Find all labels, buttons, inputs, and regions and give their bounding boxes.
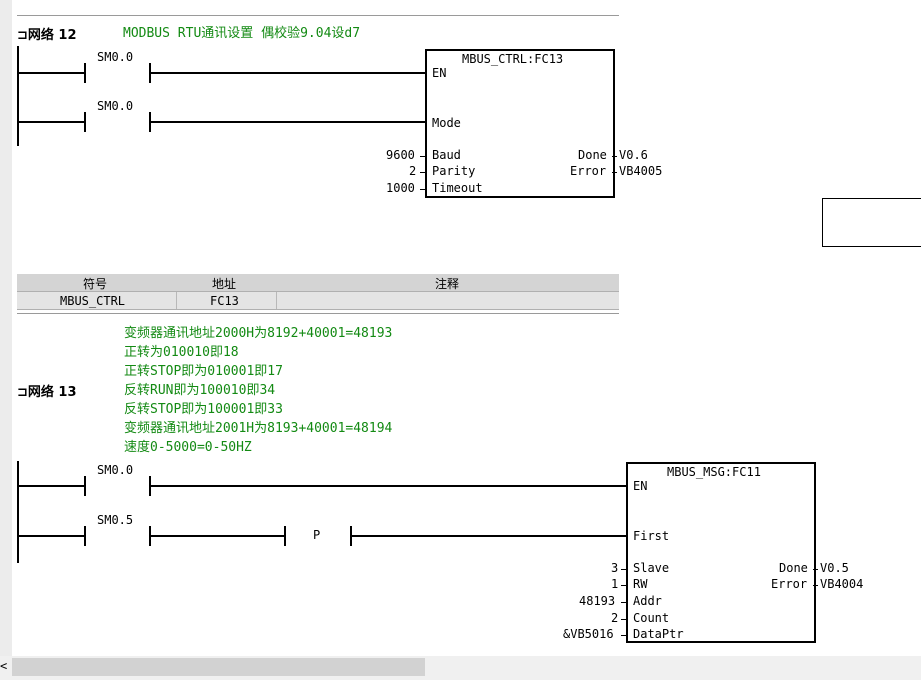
scrollbar-thumb[interactable]	[12, 658, 425, 676]
pin-baud: Baud	[432, 148, 461, 162]
pin-error: Error	[570, 164, 607, 178]
pin-slave: Slave	[633, 561, 670, 575]
wire	[150, 72, 426, 74]
wire	[18, 121, 86, 123]
value-baud[interactable]: 9600	[386, 148, 415, 162]
symbol-table: 符号 地址 注释 MBUS_CTRL FC13	[17, 274, 619, 310]
value-timeout[interactable]: 1000	[386, 181, 415, 195]
pin-tick	[420, 189, 425, 190]
mbus-ctrl-block[interactable]	[425, 49, 615, 198]
edge-left-bar	[284, 526, 286, 546]
network-separator	[17, 313, 619, 314]
wire	[18, 485, 86, 487]
contact-left-bar	[84, 63, 86, 83]
network-13-comment-line[interactable]: 反转STOP即为100001即33	[124, 402, 283, 417]
pin-addr: Addr	[633, 594, 662, 608]
pin-done: Done	[779, 561, 808, 575]
pin-parity: Parity	[432, 164, 476, 178]
col-symbol: 符号	[83, 277, 108, 291]
value-parity[interactable]: 2	[409, 164, 417, 178]
positive-edge-label[interactable]: P	[313, 528, 321, 542]
pin-tick	[621, 585, 626, 586]
column-divider	[176, 292, 177, 309]
pin-tick	[612, 156, 617, 157]
value-dataptr[interactable]: &VB5016	[563, 627, 614, 641]
value-rw[interactable]: 1	[611, 577, 619, 591]
value-error[interactable]: VB4004	[820, 577, 864, 591]
horizontal-scrollbar[interactable]: <	[0, 656, 921, 680]
pin-timeout: Timeout	[432, 181, 483, 195]
pin-tick	[813, 569, 818, 570]
scroll-left-arrow-icon[interactable]: <	[0, 659, 8, 673]
wire	[150, 121, 426, 123]
value-addr[interactable]: 48193	[579, 594, 616, 608]
contact-label[interactable]: SM0.0	[97, 99, 134, 113]
block-title: MBUS_CTRL:FC13	[462, 52, 564, 66]
value-done[interactable]: V0.6	[619, 148, 648, 162]
contact-left-bar	[84, 112, 86, 132]
network-13-comment-line[interactable]: 正转为010010即18	[124, 345, 239, 360]
wire	[351, 535, 627, 537]
value-count[interactable]: 2	[611, 611, 619, 625]
network-13-comment-line[interactable]: 反转RUN即为100010即34	[124, 383, 276, 398]
network-13-header[interactable]: ⊐网络 13	[17, 381, 77, 400]
column-divider	[276, 292, 277, 309]
contact-left-bar	[84, 476, 86, 496]
mbus-msg-block[interactable]	[626, 462, 816, 643]
left-gutter	[0, 0, 12, 680]
wire	[18, 72, 86, 74]
pin-en: EN	[432, 66, 447, 80]
side-panel-box	[822, 198, 921, 247]
network-12-header[interactable]: ⊐网络 12	[17, 24, 77, 43]
value-slave[interactable]: 3	[611, 561, 619, 575]
pin-mode: Mode	[432, 116, 461, 130]
symbol-table-row[interactable]: MBUS_CTRL FC13	[17, 292, 619, 310]
block-title: MBUS_MSG:FC11	[667, 465, 761, 479]
network-separator	[17, 15, 619, 16]
wire	[150, 535, 286, 537]
pin-tick	[621, 619, 626, 620]
network-13-comment-line[interactable]: 变频器通讯地址2000H为8192+40001=48193	[124, 326, 393, 341]
col-comment: 注释	[435, 277, 460, 291]
pin-count: Count	[633, 611, 670, 625]
pin-tick	[621, 569, 626, 570]
contact-label[interactable]: SM0.0	[97, 50, 134, 64]
pin-done: Done	[578, 148, 607, 162]
pin-tick	[621, 602, 626, 603]
wire	[18, 535, 86, 537]
contact-label[interactable]: SM0.5	[97, 513, 134, 527]
pin-error: Error	[771, 577, 808, 591]
value-done[interactable]: V0.5	[820, 561, 849, 575]
symbol-table-header: 符号 地址 注释	[17, 274, 619, 292]
power-rail	[17, 46, 19, 146]
value-error[interactable]: VB4005	[619, 164, 663, 178]
col-address: 地址	[212, 277, 237, 291]
pin-rw: RW	[633, 577, 648, 591]
network-12-comment[interactable]: MODBUS RTU通讯设置 偶校验9.04设d7	[123, 26, 361, 41]
collapse-icon[interactable]: ⊐	[17, 28, 28, 43]
pin-tick	[813, 585, 818, 586]
pin-tick	[612, 172, 617, 173]
cell-symbol: MBUS_CTRL	[60, 294, 126, 308]
network-label: 网络 13	[27, 385, 77, 400]
pin-tick	[420, 172, 425, 173]
pin-tick	[420, 156, 425, 157]
wire	[150, 485, 627, 487]
power-rail	[17, 461, 19, 563]
pin-first: First	[633, 529, 670, 543]
contact-left-bar	[84, 526, 86, 546]
collapse-icon[interactable]: ⊐	[17, 385, 28, 400]
pin-tick	[621, 635, 626, 636]
network-13-comment-line[interactable]: 正转STOP即为010001即17	[124, 364, 283, 379]
pin-en: EN	[633, 479, 648, 493]
cell-address: FC13	[210, 294, 239, 308]
pin-dataptr: DataPtr	[633, 627, 684, 641]
network-13-comment-line[interactable]: 变频器通讯地址2001H为8193+40001=48194	[124, 421, 393, 436]
network-label: 网络 12	[27, 28, 77, 43]
contact-label[interactable]: SM0.0	[97, 463, 134, 477]
network-13-comment-line[interactable]: 速度0-5000=0-50HZ	[124, 440, 252, 455]
